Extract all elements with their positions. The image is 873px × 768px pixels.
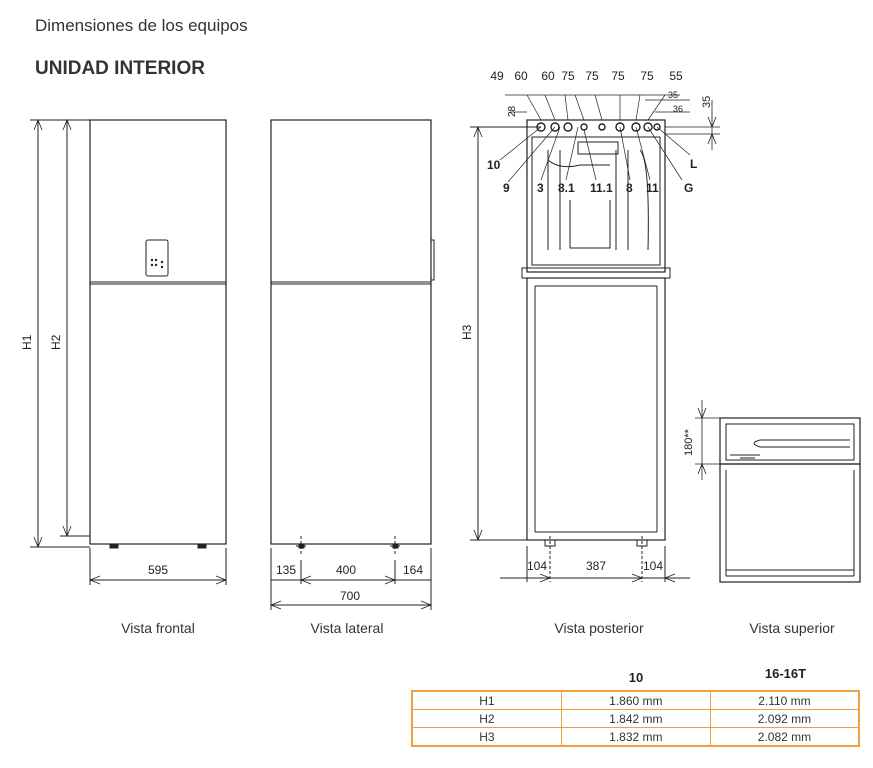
rear-top-value: 75 — [585, 69, 599, 83]
connection-ports — [536, 122, 661, 132]
control-panel — [145, 239, 169, 277]
rear-top-value: 75 — [561, 69, 575, 83]
caption-front: Vista frontal — [121, 620, 195, 636]
callout-3: 3 — [537, 181, 544, 195]
cell-value: 1.860 mm — [560, 690, 711, 710]
side-d2-label: 400 — [336, 563, 356, 577]
section-title: UNIDAD INTERIOR — [35, 58, 205, 79]
caption-rear: Vista posterior — [554, 620, 644, 636]
rear-top-value: 75 — [611, 69, 625, 83]
rear-top-value: 49 — [490, 69, 504, 83]
callout-l: L — [690, 157, 697, 171]
side-d3-label: 164 — [403, 563, 423, 577]
rear-small-36: 36 — [673, 104, 683, 114]
callout-8-1: 8.1 — [558, 181, 575, 195]
rear-top-value: 75 — [640, 69, 654, 83]
side-d1-label: 135 — [276, 563, 296, 577]
control-panel-buttons — [150, 258, 164, 269]
side-total-label: 700 — [340, 589, 360, 603]
cell-value: 2.082 mm — [709, 727, 860, 747]
callout-11: 11 — [646, 181, 659, 195]
table-row: H1 1.860 mm 2.110 mm — [411, 690, 860, 710]
callout-11-1: 11.1 — [590, 181, 613, 195]
cell-value: 1.832 mm — [560, 727, 711, 747]
table-row: H3 1.832 mm 2.082 mm — [411, 727, 860, 747]
row-label: H1 — [411, 690, 562, 710]
cell-value: 2.110 mm — [709, 690, 860, 710]
rear-bottom-center: 387 — [586, 559, 606, 573]
rear-bottom-right: 104 — [643, 559, 663, 573]
rear-h3-label: H3 — [460, 324, 474, 340]
top-view — [695, 400, 861, 583]
column-header: 16-16T — [764, 666, 807, 681]
rear-view — [470, 94, 720, 583]
caption-side: Vista lateral — [310, 620, 384, 636]
callout-g: G — [684, 181, 693, 195]
cell-value: 2.092 mm — [709, 709, 860, 728]
table-row: H2 1.842 mm 2.092 mm — [411, 709, 860, 728]
callout-10: 10 — [487, 158, 501, 172]
callout-8: 8 — [626, 181, 633, 195]
caption-top: Vista superior — [749, 620, 835, 636]
rear-bottom-left: 104 — [527, 559, 547, 573]
top-height-label: 180** — [683, 428, 695, 456]
rear-small-35: 35 — [668, 90, 678, 100]
front-h1-label: H1 — [20, 334, 34, 350]
rear-vertical-35: 35 — [701, 96, 713, 108]
row-label: H2 — [411, 709, 562, 728]
rear-left-28: 28 — [507, 105, 518, 117]
cell-value: 1.842 mm — [560, 709, 711, 728]
callout-9: 9 — [503, 181, 510, 195]
dimensions-table: H1 1.860 mm 2.110 mm H2 1.842 mm 2.092 m… — [411, 690, 860, 747]
front-h2-label: H2 — [49, 334, 63, 350]
dimensions-table-wrap: 10 16-16T H1 1.860 mm 2.110 mm H2 1.842 … — [411, 666, 860, 747]
table-header-row: 10 16-16T — [411, 666, 860, 690]
front-view — [30, 118, 228, 585]
side-view — [269, 119, 435, 610]
row-label: H3 — [411, 727, 562, 747]
rear-top-value: 60 — [514, 69, 528, 83]
rear-top-value: 60 — [541, 69, 555, 83]
rear-top-value: 55 — [669, 69, 683, 83]
column-header: 10 — [628, 670, 644, 685]
page-title: Dimensiones de los equipos — [35, 16, 248, 35]
front-width-label: 595 — [148, 563, 168, 577]
